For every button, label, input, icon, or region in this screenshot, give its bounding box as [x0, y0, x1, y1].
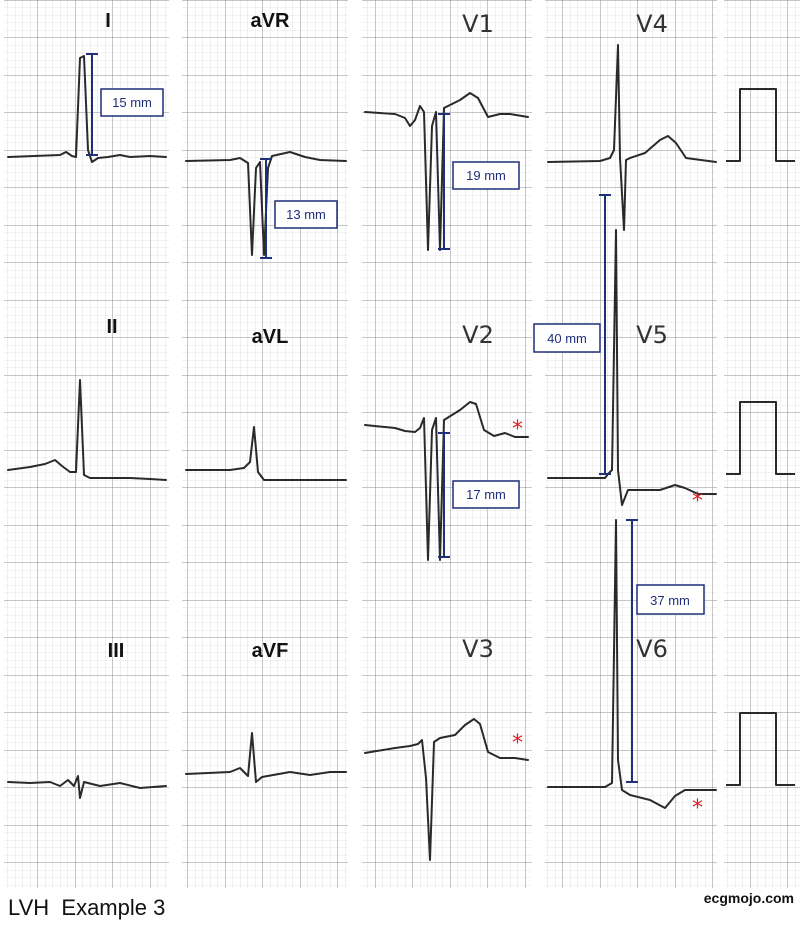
- trace-lead-aVF: [185, 732, 347, 783]
- figure-caption: LVH Example 3: [8, 895, 166, 920]
- measurement-box-V2: 17 mm: [452, 480, 520, 509]
- measurement-bar-V2: [438, 432, 450, 558]
- trace-lead-aVL: [185, 426, 347, 481]
- calibration-pulse-top: [726, 88, 795, 162]
- trace-lead-V1: [364, 92, 529, 251]
- calibration-pulse-middle: [726, 401, 795, 475]
- measurement-label-V6: 37 mm: [650, 593, 690, 608]
- lead-label-V5: V5: [636, 321, 668, 349]
- lead-label-II: II: [106, 316, 117, 338]
- trace-lead-V3: [364, 718, 529, 861]
- trace-lead-I: [7, 55, 167, 163]
- grid-strips: [4, 0, 800, 888]
- asterisk-V5: *: [692, 489, 703, 514]
- measurement-box-aVR: 13 mm: [274, 200, 338, 229]
- measurement-bar-V1: [438, 113, 450, 250]
- measurement-bar-V5: [599, 194, 611, 475]
- lead-label-V6: V6: [636, 635, 668, 663]
- measurement-box-I: 15 mm: [100, 88, 164, 117]
- calibration-pulse-bottom: [726, 712, 795, 786]
- lead-label-V4: V4: [636, 10, 668, 38]
- grid-column-2: [182, 0, 348, 888]
- lead-label-aVR: aVR: [251, 10, 290, 32]
- grid-column-5: [724, 0, 800, 888]
- lead-label-aVL: aVL: [252, 326, 289, 348]
- lead-label-V2: V2: [462, 321, 494, 349]
- measurement-label-V2: 17 mm: [466, 487, 506, 502]
- measurement-box-V5: 40 mm: [533, 323, 601, 353]
- trace-lead-V6: [547, 519, 717, 809]
- lead-label-aVF: aVF: [252, 640, 289, 662]
- measurement-bar-I: [86, 53, 98, 156]
- trace-lead-II: [7, 379, 167, 481]
- lead-label-I: I: [105, 10, 111, 32]
- lead-label-V1: V1: [462, 10, 494, 38]
- site-watermark: ecgmojo.com: [703, 890, 794, 906]
- measurement-bar-aVR: [260, 158, 272, 259]
- lead-label-III: III: [108, 640, 125, 662]
- measurement-bar-V6: [626, 519, 638, 783]
- measurement-label-I: 15 mm: [112, 95, 152, 110]
- trace-lead-V4: [547, 44, 717, 231]
- measurement-label-aVR: 13 mm: [286, 207, 326, 222]
- measurement-box-V6: 37 mm: [636, 584, 705, 615]
- asterisk-V2: *: [512, 417, 523, 442]
- grid-column-3: [362, 0, 532, 888]
- measurement-box-V1: 19 mm: [452, 161, 520, 190]
- asterisk-V3: *: [512, 731, 523, 756]
- measurement-label-V1: 19 mm: [466, 168, 506, 183]
- asterisk-V6: *: [692, 796, 703, 821]
- grid-column-1: [4, 0, 169, 888]
- lead-label-V3: V3: [462, 635, 494, 663]
- trace-lead-V2: [364, 401, 529, 561]
- measurement-label-V5: 40 mm: [547, 331, 587, 346]
- trace-lead-III: [7, 775, 167, 799]
- trace-lead-aVR: [185, 151, 347, 256]
